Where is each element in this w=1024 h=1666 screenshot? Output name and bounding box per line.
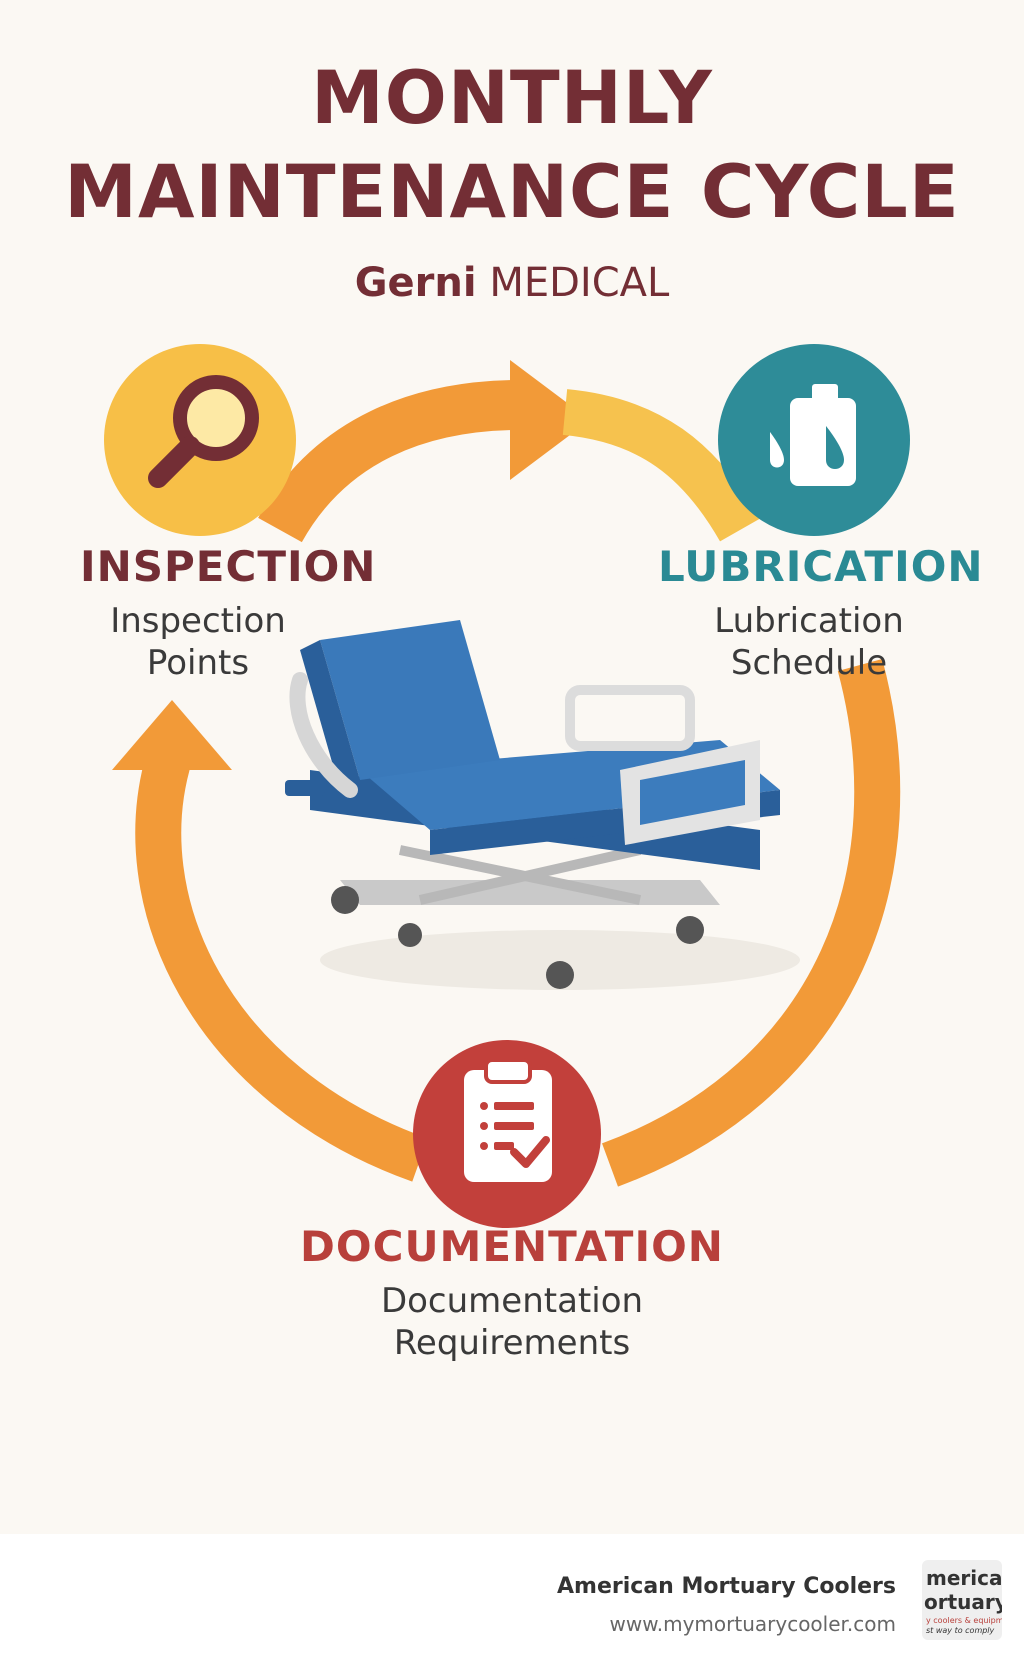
logo-line-3: y coolers & equipment <box>926 1616 1002 1625</box>
page-title: MONTHLY MAINTENANCE CYCLE <box>0 52 1024 240</box>
logo-line-2: ortuary <box>924 1590 1002 1614</box>
logo-line-1: merican <box>926 1566 1002 1590</box>
documentation-subtitle-line-2: Requirements <box>393 1323 631 1363</box>
brand-label: Gerni MEDICAL <box>0 258 1024 308</box>
documentation-subtitle-line-1: Documentation <box>380 1281 644 1321</box>
arrow-right <box>602 659 901 1187</box>
footer: American Mortuary Coolers www.mymortuary… <box>0 1534 1024 1666</box>
documentation-node <box>413 1040 601 1228</box>
clipboard-icon <box>464 1058 552 1182</box>
footer-company-name: American Mortuary Coolers <box>557 1574 896 1599</box>
inspection-label: INSPECTION <box>80 542 377 591</box>
inspection-subtitle-line-1: Inspection <box>110 601 286 641</box>
documentation-subtitle: Documentation Requirements <box>0 1280 1024 1364</box>
oil-can-icon <box>770 384 856 486</box>
lubrication-subtitle-line-1: Lubrication <box>714 601 904 641</box>
inspection-subtitle: Inspection Points <box>100 600 296 684</box>
title-line-2: MAINTENANCE CYCLE <box>64 150 960 235</box>
hospital-bed-icon <box>285 620 800 990</box>
company-logo: merican ortuary y coolers & equipment st… <box>922 1560 1002 1640</box>
brand-name: Gerni <box>354 260 477 306</box>
magnifier-icon <box>148 375 259 488</box>
brand-suffix: MEDICAL <box>489 260 670 306</box>
arrow-top <box>258 360 760 543</box>
lubrication-subtitle: Lubrication Schedule <box>700 600 918 684</box>
lubrication-node <box>718 344 910 536</box>
cycle-diagram <box>104 344 910 1228</box>
logo-line-4: st way to comply <box>926 1626 995 1635</box>
footer-url[interactable]: www.mymortuarycooler.com <box>609 1612 896 1636</box>
title-line-1: MONTHLY <box>311 56 713 141</box>
inspection-node <box>104 344 296 536</box>
arrow-left <box>112 700 428 1182</box>
lubrication-subtitle-line-2: Schedule <box>730 643 888 683</box>
inspection-subtitle-line-2: Points <box>146 643 250 683</box>
lubrication-label: LUBRICATION <box>658 542 984 591</box>
documentation-label: DOCUMENTATION <box>300 1222 724 1271</box>
